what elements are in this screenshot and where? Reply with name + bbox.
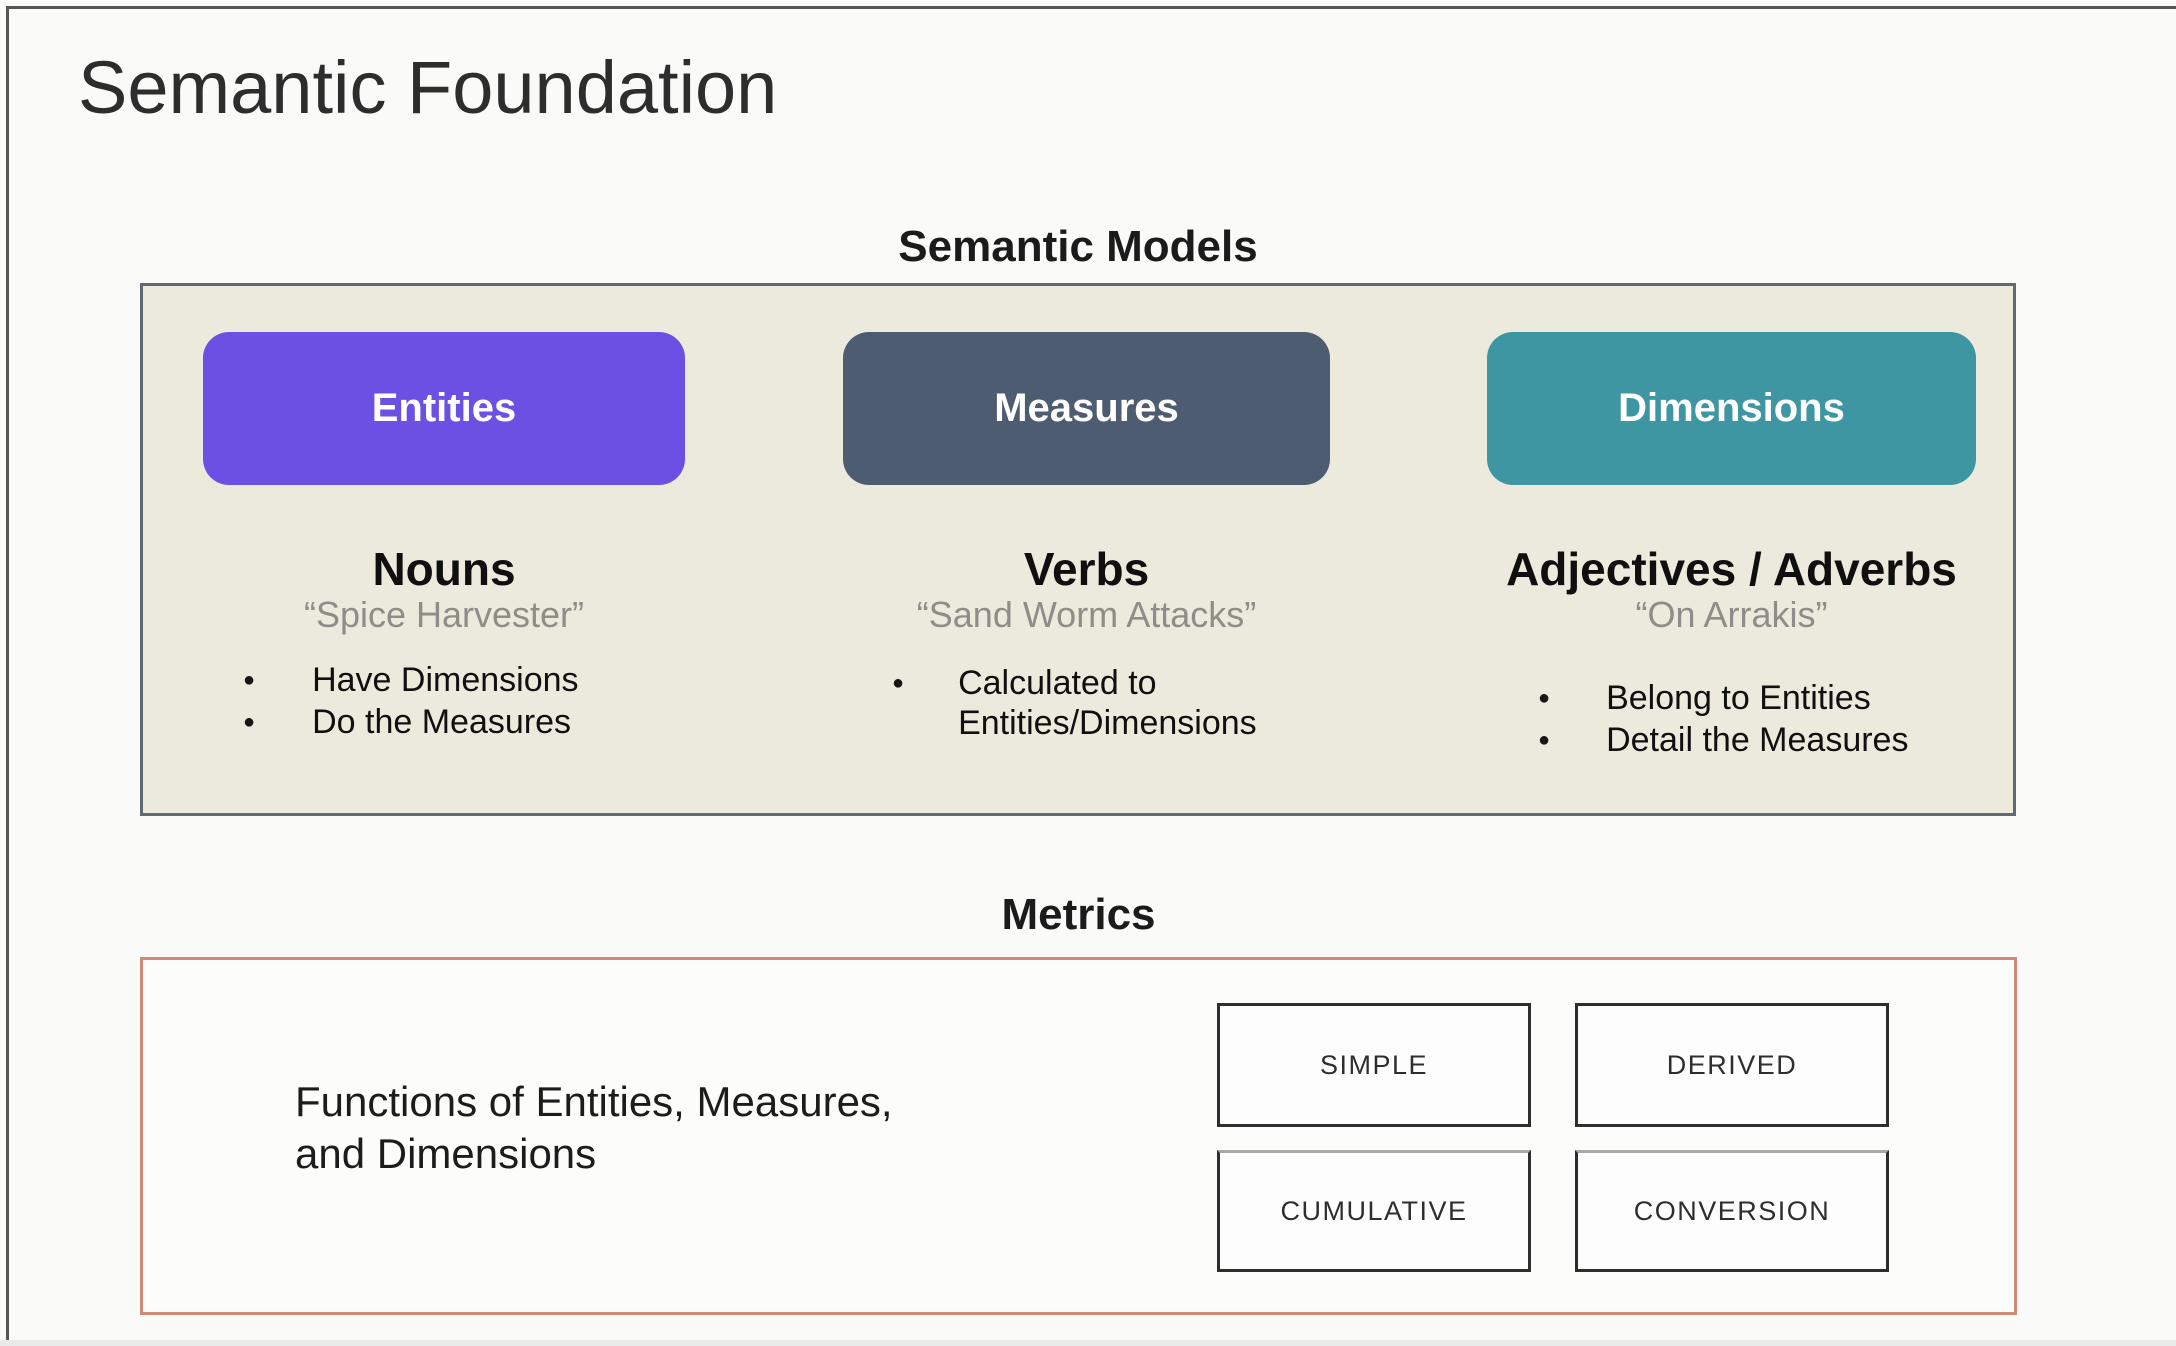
metric-type-cumulative: CUMULATIVE: [1217, 1150, 1531, 1272]
bullet-dot-icon: ●: [1538, 687, 1551, 709]
dimensions-heading: Adjectives / Adverbs: [1506, 543, 1957, 595]
bullet-label: Do the Measures: [312, 703, 571, 741]
bullet-item: ● Belong to Entities: [1487, 678, 1976, 718]
column-dimensions: Dimensions Adjectives / Adverbs “On Arra…: [1487, 286, 1976, 813]
measures-heading: Verbs: [1023, 543, 1150, 595]
entities-example: “Spice Harvester”: [303, 594, 585, 635]
metrics-box: Functions of Entities, Measures, and Dim…: [140, 957, 2017, 1315]
bullet-item: ● Have Dimensions: [203, 660, 685, 700]
metrics-heading: Metrics: [1001, 890, 1156, 939]
measures-example: “Sand Worm Attacks”: [916, 594, 1257, 635]
dimensions-bullet-list: ● Belong to Entities ● Detail the Measur…: [1487, 678, 1976, 762]
metrics-description-line1: Functions of Entities, Measures,: [295, 1078, 893, 1125]
bullet-item: ● Detail the Measures: [1487, 720, 1976, 760]
entities-pill: Entities: [203, 332, 685, 485]
bullet-item: ● Calculated to Entities/Dimensions: [843, 663, 1330, 743]
bullet-label: Belong to Entities: [1606, 679, 1871, 717]
metrics-description-line2: and Dimensions: [295, 1130, 597, 1177]
entities-bullet-list: ● Have Dimensions ● Do the Measures: [203, 660, 685, 744]
bullet-dot-icon: ●: [243, 711, 256, 733]
semantic-models-heading: Semantic Models: [898, 222, 1258, 271]
column-entities: Entities Nouns “Spice Harvester” ● Have …: [203, 286, 685, 813]
dimensions-pill: Dimensions: [1487, 332, 1976, 485]
metric-type-derived: DERIVED: [1575, 1003, 1889, 1127]
bullet-label: Detail the Measures: [1606, 721, 1909, 759]
bullet-label: Calculated to Entities/Dimensions: [958, 664, 1257, 742]
metric-type-conversion: CONVERSION: [1575, 1150, 1889, 1272]
bullet-label: Have Dimensions: [312, 661, 579, 699]
bottom-edge-strip: [0, 1340, 2176, 1346]
bullet-dot-icon: ●: [243, 669, 256, 691]
frame-top-border: [6, 6, 2176, 9]
metric-type-simple: SIMPLE: [1217, 1003, 1531, 1127]
semantic-models-box: Entities Nouns “Spice Harvester” ● Have …: [140, 283, 2016, 816]
metrics-description: Functions of Entities, Measures, and Dim…: [295, 1076, 893, 1180]
bullet-dot-icon: ●: [892, 672, 905, 694]
page-title: Semantic Foundation: [78, 46, 778, 129]
dimensions-example: “On Arrakis”: [1635, 594, 1828, 635]
frame-left-border: [6, 6, 9, 1346]
bullet-dot-icon: ●: [1538, 729, 1551, 751]
bullet-item: ● Do the Measures: [203, 702, 685, 742]
measures-pill: Measures: [843, 332, 1330, 485]
column-measures: Measures Verbs “Sand Worm Attacks” ● Cal…: [843, 286, 1330, 813]
measures-bullet-list: ● Calculated to Entities/Dimensions: [843, 663, 1330, 745]
entities-heading: Nouns: [372, 543, 516, 595]
